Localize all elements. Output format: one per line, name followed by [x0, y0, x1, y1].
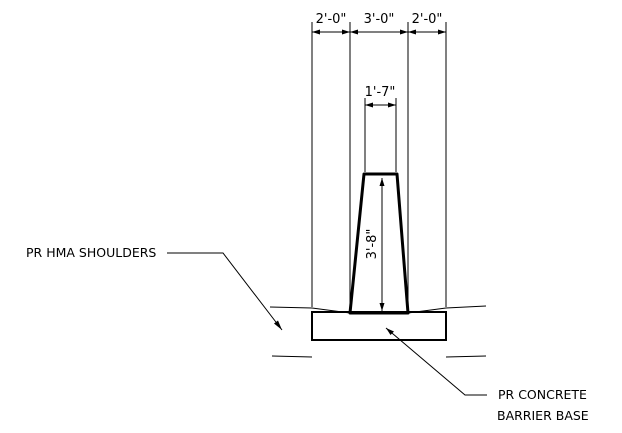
shoulder-surface-left: [269, 306, 351, 314]
shoulder-bottom-left: [271, 355, 313, 358]
label-barrier-base: BARRIER BASE: [497, 408, 589, 423]
leader-barrier-base: [385, 327, 487, 396]
shoulder-surface-right: [407, 305, 487, 314]
dimension-right-offset: 2'-0": [412, 12, 443, 27]
dimension-base-width: 3'-0": [364, 12, 395, 27]
top-dimension-line: [312, 29, 446, 35]
dimension-top-width: 1'-7": [365, 85, 396, 100]
label-pr-concrete: PR CONCRETE: [498, 387, 587, 402]
height-dimension-line: [379, 178, 385, 311]
dimension-height: 3'-8": [365, 229, 380, 260]
top-width-dimension-line: [365, 102, 396, 108]
barrier-base: [311, 311, 447, 341]
dimension-left-offset: 2'-0": [316, 12, 347, 27]
label-pr-hma-shoulders: PR HMA SHOULDERS: [26, 245, 156, 260]
leader-shoulders: [167, 252, 283, 331]
shoulder-bottom-right: [445, 355, 487, 358]
